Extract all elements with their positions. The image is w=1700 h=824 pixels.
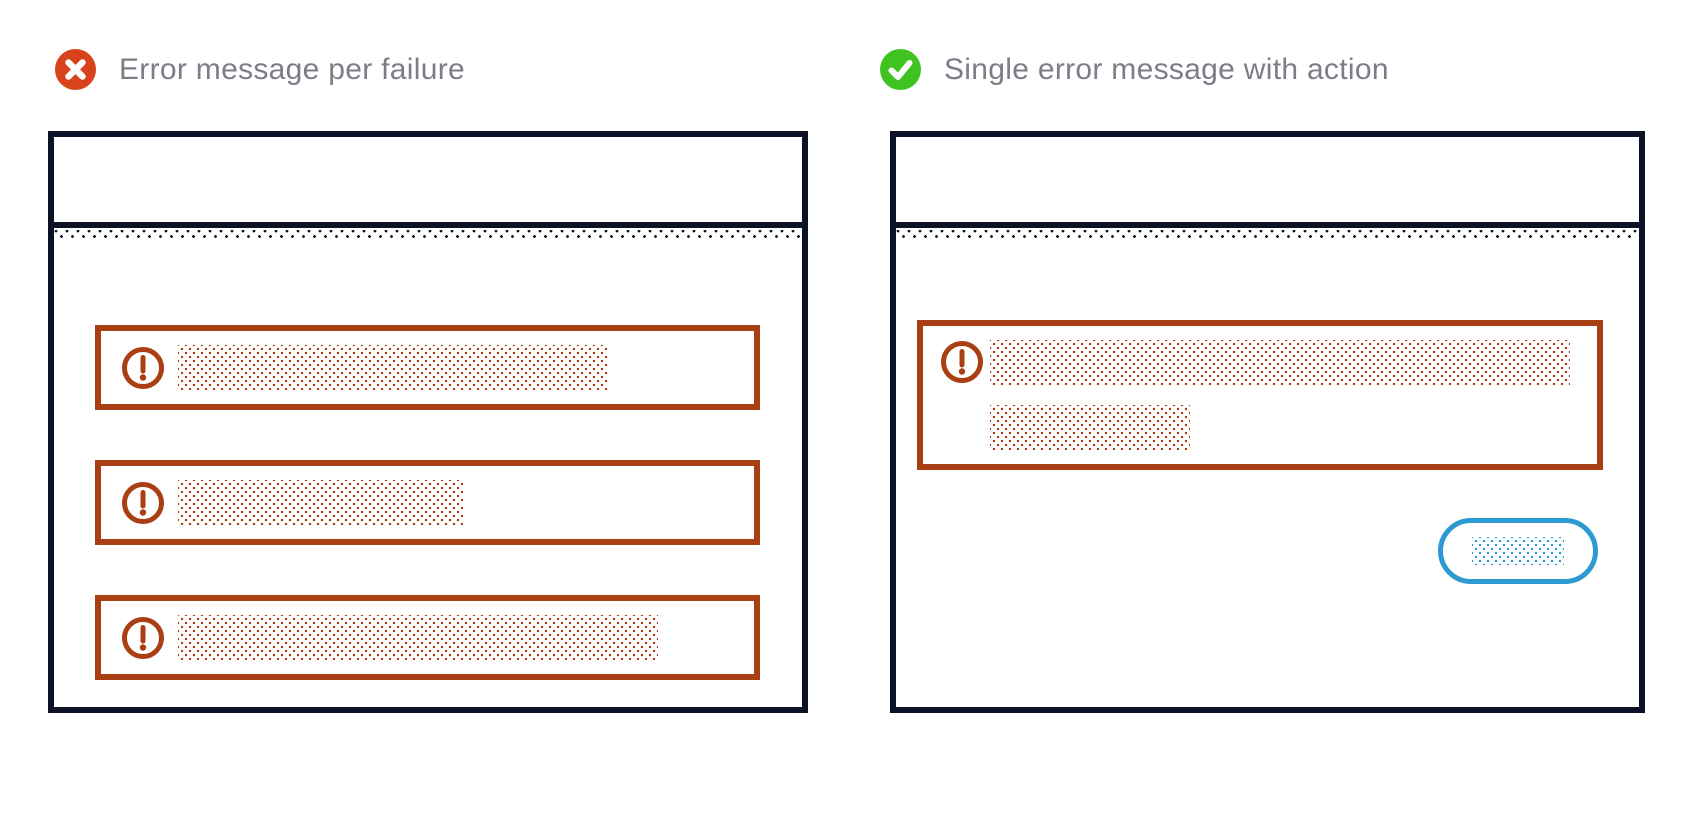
bad-pattern-header: Error message per failure <box>55 49 465 90</box>
error-alert-3 <box>95 595 760 680</box>
check-circle-icon <box>880 49 921 90</box>
combined-error-alert <box>917 320 1603 470</box>
button-label-placeholder <box>1472 537 1564 565</box>
wireframe-card-header <box>54 137 802 228</box>
exclamation-circle-icon <box>941 341 983 383</box>
error-text-placeholder <box>178 615 658 660</box>
error-alert-2 <box>95 460 760 545</box>
error-text-placeholder <box>178 345 608 390</box>
good-pattern-header: Single error message with action <box>880 49 1389 90</box>
dotted-divider <box>54 230 802 239</box>
error-alert-1 <box>95 325 760 410</box>
error-text-placeholder <box>178 480 463 525</box>
x-circle-icon <box>55 49 96 90</box>
exclamation-circle-icon <box>122 481 164 524</box>
wireframe-card-header <box>896 137 1639 228</box>
wireframe-card-good <box>890 131 1645 713</box>
error-text-placeholder <box>990 340 1570 385</box>
error-text-placeholder <box>990 405 1190 450</box>
exclamation-circle-icon <box>122 346 164 389</box>
action-button-wireframe <box>1438 518 1598 584</box>
good-pattern-label: Single error message with action <box>944 52 1389 86</box>
wireframe-card-bad <box>48 131 808 713</box>
dotted-divider <box>896 230 1639 239</box>
bad-pattern-label: Error message per failure <box>119 52 465 86</box>
exclamation-circle-icon <box>122 616 164 659</box>
